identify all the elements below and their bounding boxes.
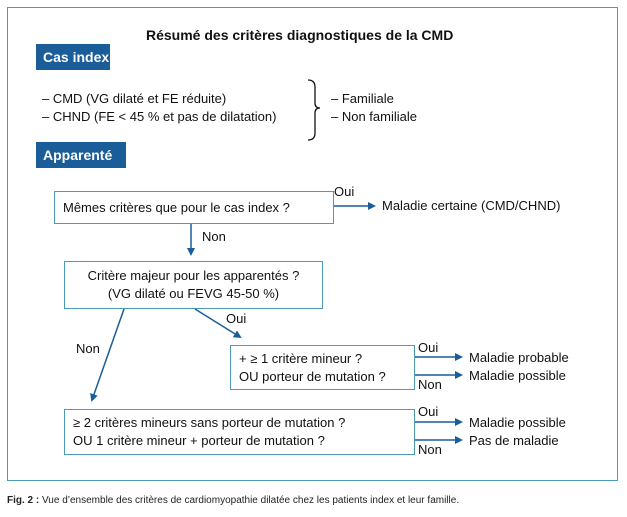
cas-index-tag: Cas index (36, 44, 110, 70)
box-memes-criteres: Mêmes critères que pour le cas index ? (54, 191, 334, 224)
result-maladie-possible-2: Maladie possible (469, 415, 566, 430)
box3-oui-label: Oui (418, 340, 439, 355)
box-memes-criteres-text: Mêmes critères que pour le cas index ? (63, 199, 290, 215)
figure-caption: Fig. 2 : Vue d’ensemble des critères de … (7, 495, 459, 506)
box-criteres-mineurs: ≥ 2 critères mineurs sans porteur de mut… (64, 409, 415, 455)
caption-text: Vue d’ensemble des critères de cardiomyo… (39, 495, 460, 506)
cas-index-cmd: – CMD (VG dilaté et FE réduite) (42, 91, 227, 106)
result-maladie-possible-1: Maladie possible (469, 368, 566, 383)
apparente-tag: Apparenté (36, 142, 126, 168)
box-critere-majeur-line2: (VG dilaté ou FEVG 45-50 %) (107, 286, 280, 301)
box4-oui-label: Oui (418, 404, 439, 419)
box-critere-mineur: + ≥ 1 critère mineur ? OU porteur de mut… (230, 345, 415, 390)
box3-non-label: Non (418, 377, 442, 392)
cas-index-chnd: – CHND (FE < 45 % et pas de dilatation) (42, 109, 277, 124)
result-pas-de-maladie: Pas de maladie (469, 433, 559, 448)
box2-non-label: Non (76, 341, 100, 356)
box4-non-label: Non (418, 442, 442, 457)
box2-oui-label: Oui (226, 311, 247, 326)
box-critere-majeur: Critère majeur pour les apparentés ? (VG… (64, 261, 323, 309)
box-critere-majeur-line1: Critère majeur pour les apparentés ? (87, 268, 300, 283)
box1-oui-label: Oui (334, 184, 355, 199)
box-criteres-mineurs-line2: OU 1 critère mineur + porteur de mutatio… (73, 433, 325, 448)
cas-index-familiale: – Familiale (331, 91, 394, 106)
box-criteres-mineurs-line1: ≥ 2 critères mineurs sans porteur de mut… (73, 415, 346, 430)
cas-index-non-familiale: – Non familiale (331, 109, 417, 124)
caption-label: Fig. 2 : (7, 495, 40, 506)
box1-non-label: Non (202, 229, 226, 244)
result-maladie-probable: Maladie probable (469, 350, 569, 365)
box-critere-mineur-line1: + ≥ 1 critère mineur ? (239, 350, 363, 366)
figure-title: Résumé des critères diagnostiques de la … (146, 27, 454, 43)
result-maladie-certaine: Maladie certaine (CMD/CHND) (382, 198, 561, 213)
box-critere-mineur-line2: OU porteur de mutation ? (239, 368, 386, 384)
